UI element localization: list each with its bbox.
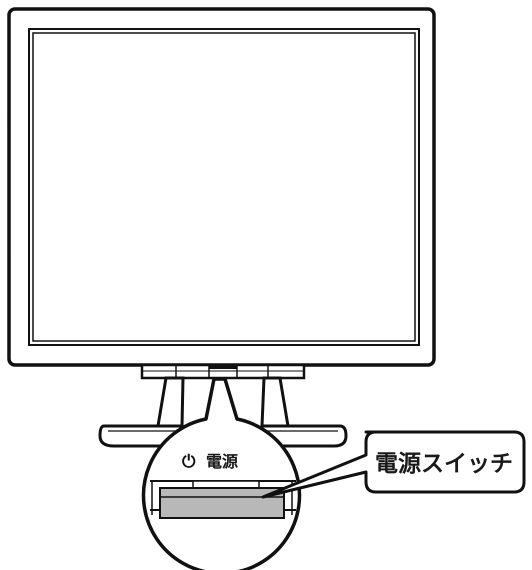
callout-label: 電源スイッチ bbox=[375, 451, 513, 477]
monitor-stand bbox=[98, 376, 348, 448]
callout-bubble bbox=[261, 430, 526, 499]
callout: 電源スイッチ bbox=[261, 430, 526, 499]
control-button-strip bbox=[140, 363, 306, 380]
magnifier: ⏻ 電源 bbox=[141, 377, 302, 570]
magnifier-outline bbox=[141, 377, 302, 570]
power-icon: ⏻ bbox=[182, 452, 196, 472]
power-switch bbox=[150, 480, 296, 519]
monitor-screen bbox=[32, 32, 416, 342]
power-label: 電源 bbox=[206, 452, 238, 471]
